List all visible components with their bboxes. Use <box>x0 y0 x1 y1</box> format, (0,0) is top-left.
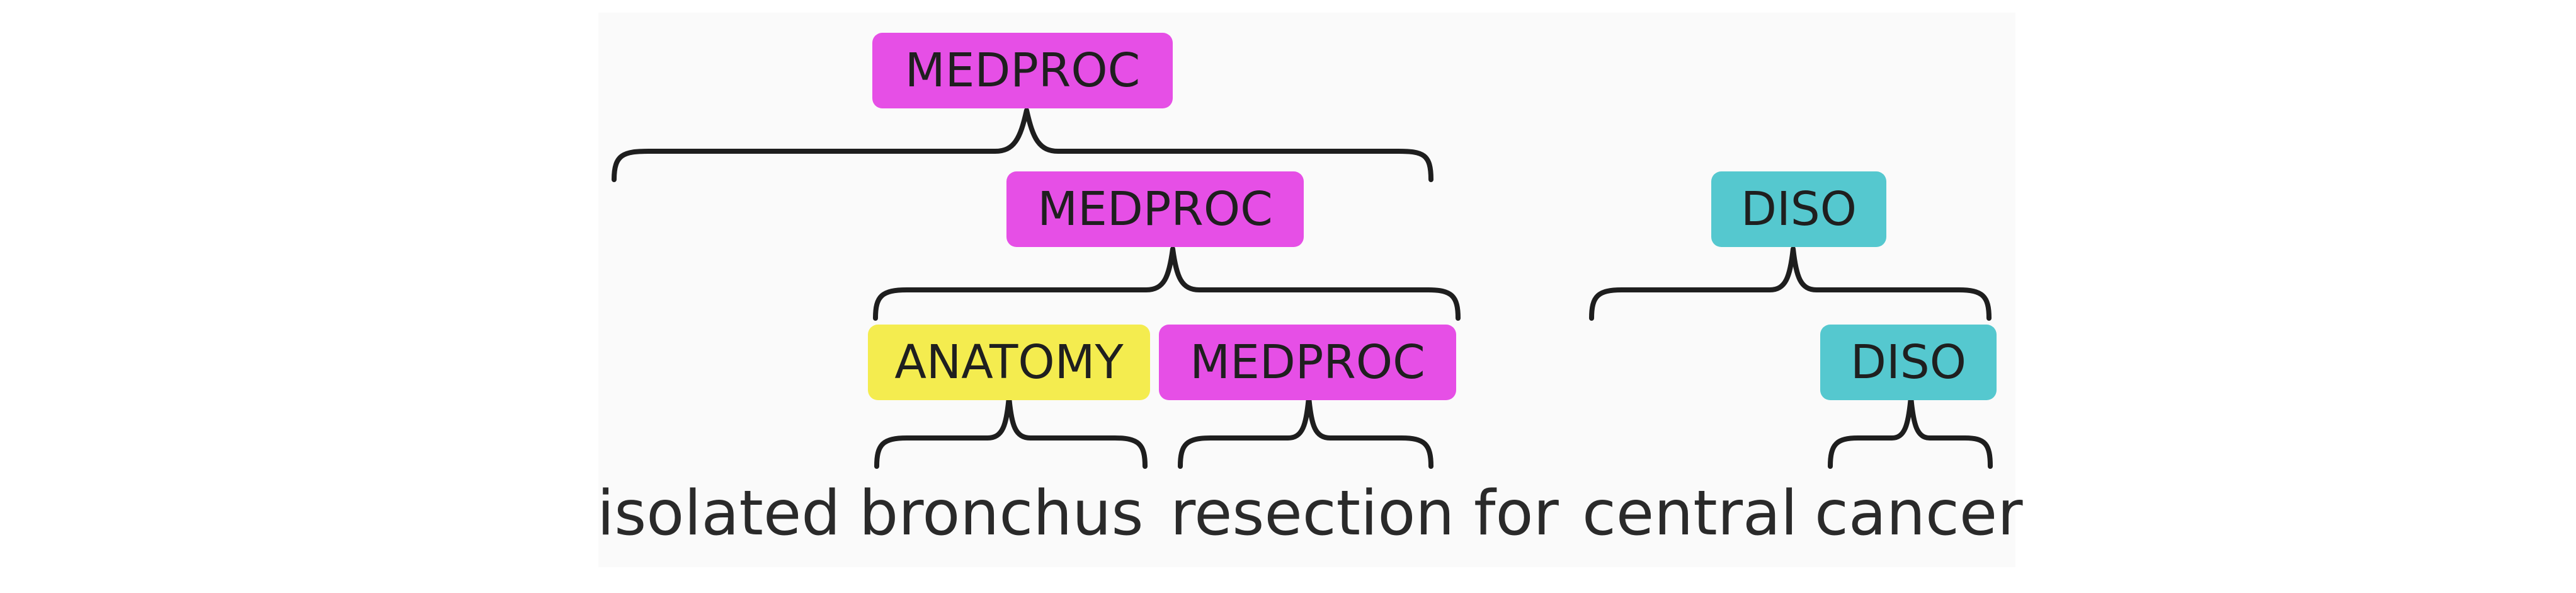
bracket-diso-cancer <box>1828 394 1993 469</box>
entity-label-medproc-resection: MEDPROC <box>1159 325 1456 400</box>
bracket-anatomy <box>874 394 1148 469</box>
token-isolated: isolated <box>597 478 841 550</box>
token-cancer: cancer <box>1815 478 2023 550</box>
bracket-diso-phrase <box>1589 246 1992 321</box>
entity-label-medproc-top: MEDPROC <box>872 33 1173 108</box>
token-bronchus: bronchus <box>859 478 1144 550</box>
token-resection: resection <box>1170 478 1455 550</box>
entity-label-medproc-mid: MEDPROC <box>1006 171 1304 247</box>
entity-label-diso-cancer: DISO <box>1820 325 1997 400</box>
entity-label-anatomy: ANATOMY <box>868 325 1150 400</box>
bracket-medproc-resection <box>1178 394 1433 469</box>
token-for: for <box>1474 478 1559 550</box>
bracket-medproc-top <box>612 108 1433 182</box>
bracket-medproc-mid <box>873 246 1461 321</box>
token-central: central <box>1582 478 1798 550</box>
entity-label-diso-phrase: DISO <box>1711 171 1886 247</box>
